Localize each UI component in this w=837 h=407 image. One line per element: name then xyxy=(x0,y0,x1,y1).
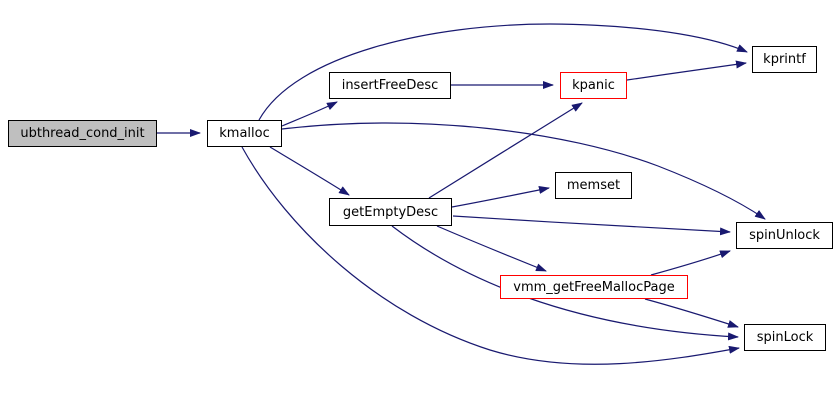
node-spinUnlock-label: spinUnlock xyxy=(749,228,820,243)
node-insertFreeDesc-label: insertFreeDesc xyxy=(341,78,439,93)
edge-vmm_getFreeMallocPage-to-spinUnlock xyxy=(650,250,731,276)
edge-vmm_getFreeMallocPage-to-spinLock xyxy=(644,298,739,328)
node-kprintf-label: kprintf xyxy=(763,52,806,67)
edge-getEmptyDesc-to-spinUnlock xyxy=(452,215,731,236)
node-getEmptyDesc[interactable]: getEmptyDesc xyxy=(329,198,452,226)
node-ubthread_cond_init-label: ubthread_cond_init xyxy=(20,126,145,141)
node-kprintf[interactable]: kprintf xyxy=(752,46,817,73)
node-vmm_getFreeMallocPage-label: vmm_getFreeMallocPage xyxy=(513,279,675,295)
node-vmm_getFreeMallocPage[interactable]: vmm_getFreeMallocPage xyxy=(500,275,688,299)
node-memset[interactable]: memset xyxy=(555,172,632,199)
node-kpanic-label: kpanic xyxy=(572,78,615,93)
node-kmalloc[interactable]: kmalloc xyxy=(207,120,282,147)
node-getEmptyDesc-label: getEmptyDesc xyxy=(342,204,439,220)
edge-kmalloc-to-insertFreeDesc xyxy=(281,101,338,127)
edge-kmalloc-to-spinLock xyxy=(241,146,740,365)
edge-getEmptyDesc-to-memset xyxy=(451,186,550,208)
node-kpanic[interactable]: kpanic xyxy=(560,72,627,99)
edge-kpanic-to-kprintf xyxy=(626,60,747,81)
edge-kmalloc-to-kprintf xyxy=(258,23,748,121)
edge-kmalloc-to-spinUnlock xyxy=(281,122,766,220)
node-memset-label: memset xyxy=(566,178,621,193)
edge-getEmptyDesc-to-kpanic xyxy=(428,102,583,199)
node-spinLock[interactable]: spinLock xyxy=(744,324,826,351)
node-insertFreeDesc[interactable]: insertFreeDesc xyxy=(329,72,451,99)
edge-getEmptyDesc-to-vmm_getFreeMallocPage xyxy=(436,225,547,272)
edge-kmalloc-to-getEmptyDesc xyxy=(269,146,350,196)
node-spinLock-label: spinLock xyxy=(756,330,814,345)
node-ubthread_cond_init: ubthread_cond_init xyxy=(8,120,157,147)
node-kmalloc-label: kmalloc xyxy=(219,126,270,141)
node-spinUnlock[interactable]: spinUnlock xyxy=(736,222,833,249)
